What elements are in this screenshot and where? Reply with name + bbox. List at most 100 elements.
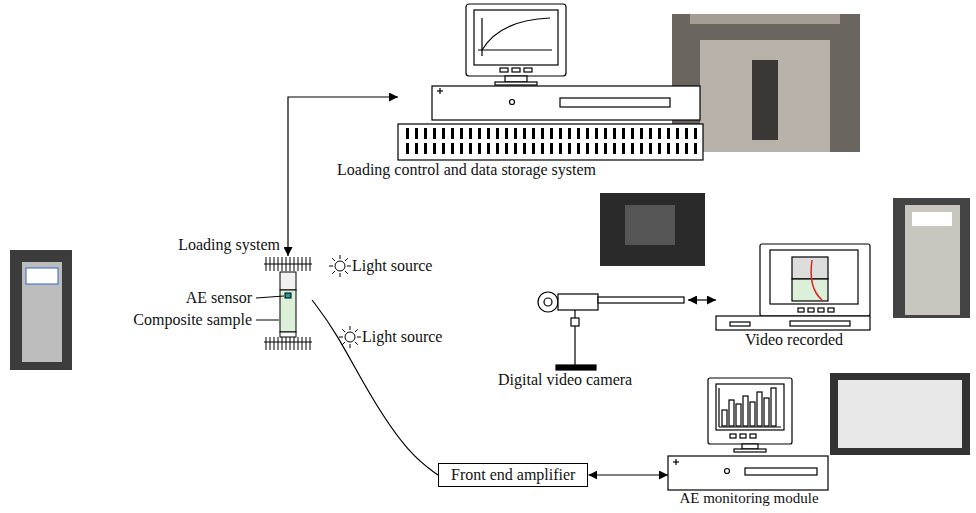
keyboard-key [442, 128, 445, 139]
video-recorder-symbol-part [792, 257, 828, 279]
computer-symbol-part [482, 18, 550, 50]
camera-symbol-part [544, 298, 552, 306]
keyboard-key [469, 143, 472, 154]
loading-platen [264, 257, 312, 350]
computer-symbol-part [729, 400, 734, 426]
sun-disc [335, 261, 345, 271]
keyboard-key [478, 128, 481, 139]
keyboard-key [541, 128, 544, 139]
camera-symbol-part [556, 365, 596, 370]
node-label: Loading control and data storage system [337, 161, 596, 179]
keyboard-key [676, 128, 679, 139]
computer-symbol-part [725, 469, 730, 474]
sun-ray [345, 258, 348, 261]
keyboard-key [505, 128, 508, 139]
composite-sample-part [280, 332, 296, 337]
sun-ray [340, 273, 341, 277]
sun-ray [355, 342, 358, 345]
part-label: AE sensor [186, 289, 252, 307]
keyboard-key [613, 128, 616, 139]
computer-symbol-part [524, 68, 532, 72]
platen-bar [264, 264, 312, 265]
platen-tick [290, 337, 291, 350]
keyboard-key [469, 128, 472, 139]
video-recorder-symbol-part [828, 308, 834, 312]
keyboard-key [406, 128, 409, 139]
video-recorder-symbol-part [730, 322, 750, 326]
video-recorder-symbol-part [811, 260, 822, 300]
camera-symbol-part [538, 292, 558, 312]
screen-photo-part [830, 373, 970, 455]
sun-ray [355, 329, 358, 332]
sun-ray [332, 258, 335, 261]
keyboard-key [550, 143, 553, 154]
keyboard-key [676, 143, 679, 154]
keyboard-key [658, 143, 661, 154]
computer-symbol-part [734, 449, 766, 452]
screen-photo-part [838, 380, 962, 448]
camera-photo-part [600, 193, 705, 266]
keyboard-key [649, 128, 652, 139]
keyboard-key [487, 143, 490, 154]
sample-photo-part [10, 250, 72, 370]
keyboard-key [577, 143, 580, 154]
computer-symbol-part [478, 49, 552, 50]
platen-tick [306, 257, 307, 271]
sun-ray [350, 326, 351, 330]
sun-ray [342, 329, 345, 332]
keyboard-key [604, 128, 607, 139]
computer-symbol-part [750, 434, 756, 438]
light-label: Light source [352, 257, 432, 275]
keyboard-key [685, 128, 688, 139]
machine-photo-part [690, 14, 840, 24]
computer-symbol-part [500, 68, 508, 72]
keyboard-key [514, 128, 517, 139]
keyboard-key [631, 143, 634, 154]
keyboard-key [559, 128, 562, 139]
connector [588, 474, 668, 475]
sun-ray [345, 271, 348, 274]
platen-tick [266, 257, 267, 271]
keyboard-key [433, 128, 436, 139]
computer-symbol-part [757, 392, 762, 426]
computer-symbol-part [743, 396, 748, 426]
computer-symbol-part [708, 378, 792, 444]
keyboard-key [631, 128, 634, 139]
platen-tick [294, 337, 295, 350]
keyboard-key [514, 143, 517, 154]
computer-symbol-part [512, 68, 520, 72]
computer-symbol-part [432, 86, 700, 120]
keyboard-key [568, 143, 571, 154]
keyboard-key [487, 128, 490, 139]
keyboard-key [532, 143, 535, 154]
keyboard-key [586, 143, 589, 154]
keyboard-key [667, 143, 670, 154]
camera-symbol-part [598, 297, 684, 303]
node-label: AE monitoring module [648, 490, 850, 506]
video-recorder-symbol-part [760, 244, 870, 316]
platen-tick [286, 337, 287, 350]
failed-sample-photo-part [905, 205, 960, 315]
keyboard-key [460, 143, 463, 154]
computer-symbol-part [745, 468, 817, 475]
leader-line-part [256, 320, 279, 321]
platen-tick [282, 337, 283, 350]
platen-tick [270, 257, 271, 271]
node-label: Video recorded [706, 331, 882, 349]
computer-symbol-part [716, 384, 784, 430]
computer-symbol-part [771, 388, 776, 426]
video-recorder: Video recorded [716, 244, 872, 330]
camera-photo-part [625, 205, 675, 245]
keyboard-key [640, 143, 643, 154]
keyboard-key [496, 143, 499, 154]
platen-tick [282, 257, 283, 271]
platen-tick [266, 337, 267, 350]
platen-bar [264, 342, 312, 343]
sun-ray [339, 337, 343, 338]
keyboard-key [406, 143, 409, 154]
keyboard-key [568, 128, 571, 139]
